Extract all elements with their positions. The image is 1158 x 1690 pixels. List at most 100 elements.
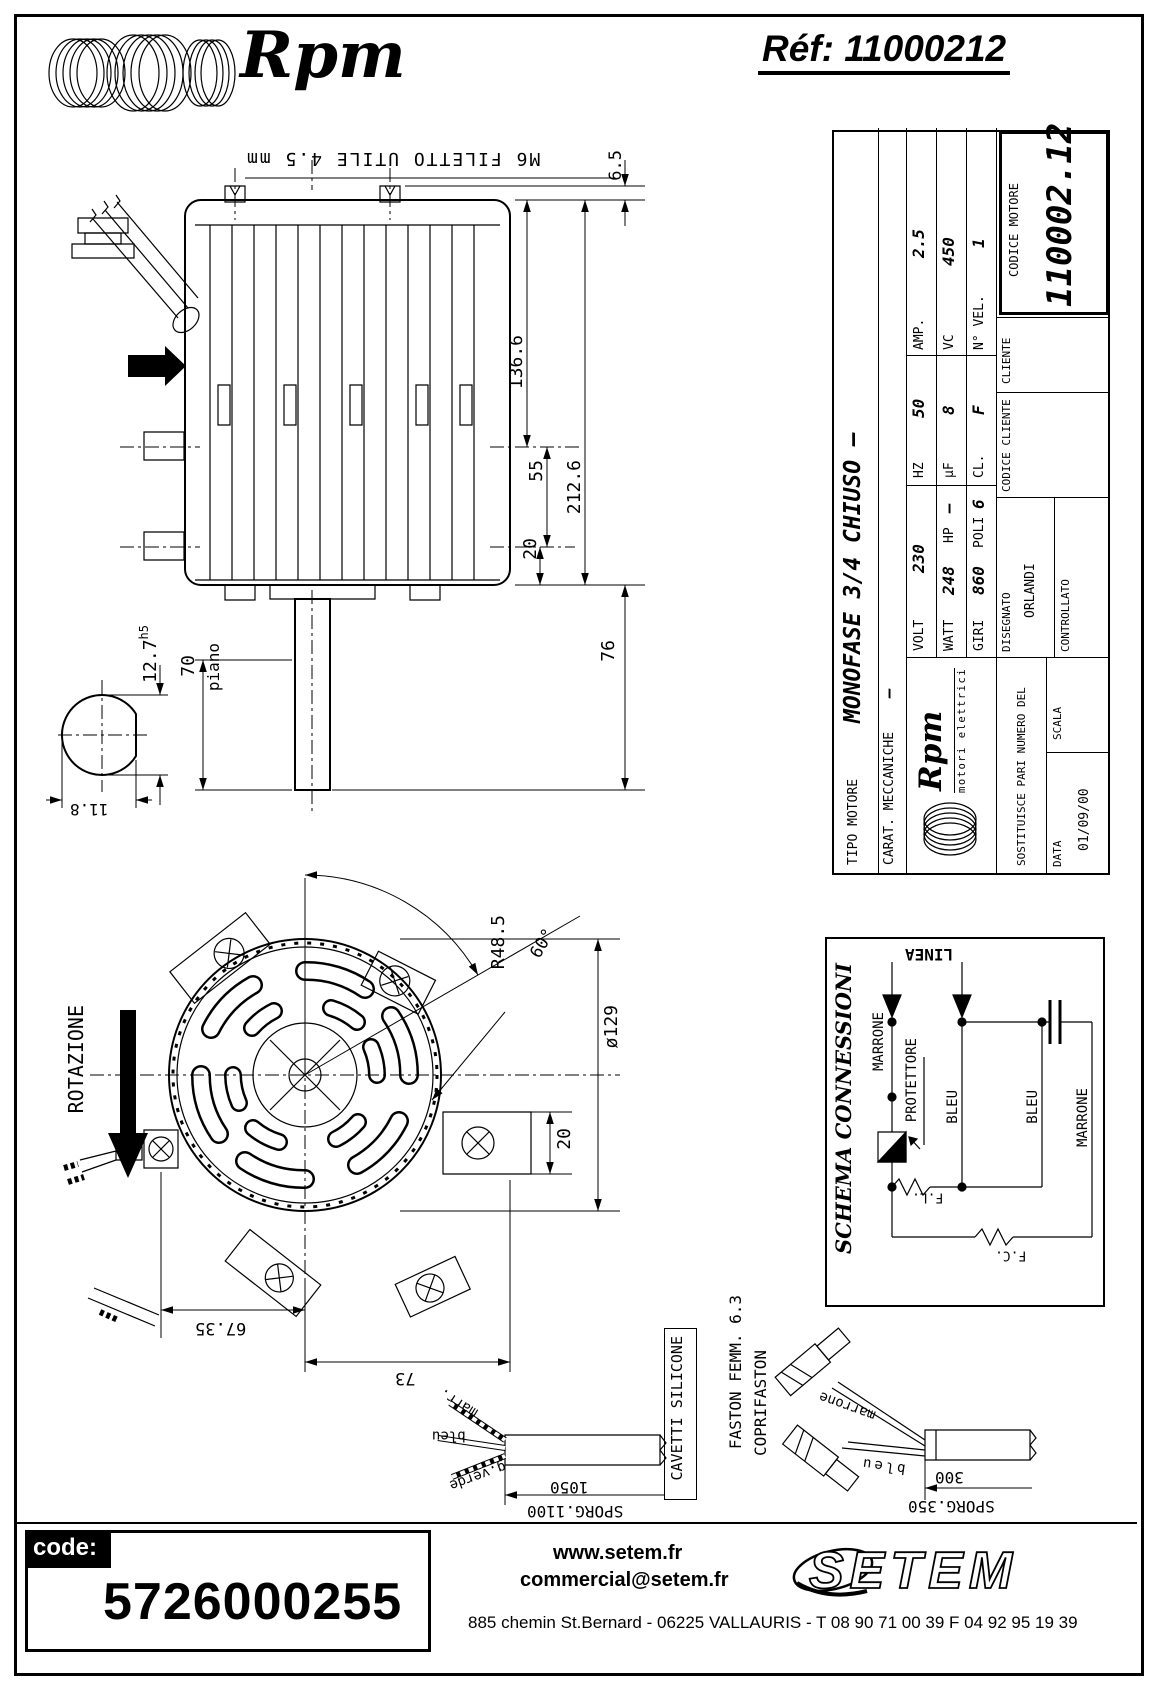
rpm-logo-icon	[35, 25, 235, 120]
sostituisce-label: SOSTITUISCE PARI NUMERO DEL	[1015, 687, 1028, 866]
poli-label: POLI	[972, 516, 987, 548]
tb-logo-sub: motori elettrici	[954, 667, 969, 793]
motor-body	[120, 160, 580, 812]
page-border	[14, 14, 1144, 1676]
cavetti-silicone-box	[664, 1328, 697, 1500]
cl-value: F	[969, 405, 988, 415]
nvel-value: 1	[969, 238, 988, 248]
schema-circuit	[825, 937, 1105, 1307]
watt-value: 248	[939, 566, 958, 595]
faston-assembly	[775, 1326, 1036, 1500]
ref-number: Réf: 11000212	[758, 29, 1011, 75]
code-value: 5726000255	[103, 1573, 403, 1631]
silicone-cable	[438, 1403, 666, 1505]
codice-cliente-label: CODICE CLIENTE	[1000, 399, 1013, 492]
label-rotazione: ROTAZIONE	[64, 1005, 88, 1114]
side-dimensions	[195, 160, 645, 790]
dim-dia129: ø129	[601, 1005, 622, 1049]
schema-linea: LINEA	[905, 944, 954, 964]
rpm-logo-small-icon	[912, 795, 982, 867]
schema-marrone-right: MARRONE	[1075, 1088, 1091, 1148]
code-box: code: 5726000255	[25, 1530, 431, 1652]
schema-bleu-1: BLEU	[945, 1090, 961, 1124]
volt-value: 230	[909, 544, 928, 573]
dim-r48-5: R48.5	[488, 915, 509, 970]
giri-label: GIRI	[972, 619, 987, 651]
giri-value: 860	[969, 566, 988, 595]
vc-label: VC	[942, 334, 957, 350]
tipo-motore-label: TIPO MOTORE	[846, 778, 861, 865]
rotation-arrow-icon	[108, 1010, 148, 1178]
disegnato-label: DISEGNATO	[1000, 592, 1013, 652]
dim-212-6: 212.6	[564, 460, 585, 515]
carat-value: —	[879, 688, 898, 698]
scala-label: SCALA	[1051, 706, 1064, 740]
sporg-1100: SPORG.1100	[527, 1501, 624, 1521]
footer-website[interactable]: www.setem.fr	[553, 1542, 683, 1564]
direction-arrow-icon	[128, 346, 186, 386]
uf-label: µF	[942, 462, 957, 478]
schema-marrone-left: MARRONE	[871, 1012, 887, 1072]
carat-label: CARAT. MECCANICHE	[882, 731, 897, 865]
shaft-section-detail	[46, 665, 168, 808]
amp-value: 2.5	[909, 229, 928, 258]
power-cable	[90, 195, 204, 337]
codice-motore-value: 110002.12	[1040, 122, 1080, 307]
schema-fc: F.C.	[995, 1247, 1027, 1263]
dim-12-7: 12.7	[140, 639, 161, 683]
cable-detail-drawing	[380, 1290, 1130, 1535]
mounting-lugs	[64, 913, 531, 1326]
tb-logo-brand: Rpm	[913, 710, 949, 791]
dim-70: 70	[178, 655, 199, 677]
front-dimensions	[161, 871, 620, 1372]
dim-6-5: 6.5	[606, 150, 626, 181]
vc-value: 450	[939, 237, 958, 266]
dim-20-front: 20	[554, 1128, 575, 1150]
cl-label: CL.	[972, 454, 987, 478]
dim-1050: 1050	[550, 1477, 589, 1497]
dim-76: 76	[598, 640, 619, 662]
wire-bleu-label: bleu	[432, 1427, 466, 1444]
thread-note: M6 FILETTO UTILE 4.5 mm	[245, 147, 541, 169]
controllato-label: CONTROLLATO	[1059, 579, 1072, 652]
schema-bleu-2: BLEU	[1025, 1090, 1041, 1124]
tol-h5: h5	[137, 625, 151, 640]
amp-label: AMP.	[912, 318, 927, 350]
front-view-drawing	[60, 871, 660, 1405]
fan-cover	[90, 885, 620, 1330]
sporg-350: SPORG.350	[908, 1496, 995, 1516]
hz-value: 50	[909, 398, 928, 418]
label-piano: piano	[204, 643, 223, 692]
hp-value: —	[939, 503, 958, 513]
title-block-table: TIPO MOTORE MONOFASE 3/4 CHIUSO — CARAT.…	[832, 123, 1110, 875]
dim-136-6: 136.6	[506, 335, 527, 390]
code-label: code:	[25, 1530, 112, 1568]
data-label: DATA	[1051, 840, 1064, 868]
uf-value: 8	[939, 405, 958, 415]
side-view-drawing	[60, 140, 660, 840]
cliente-label: CLIENTE	[1000, 337, 1013, 384]
title-block: TIPO MOTORE MONOFASE 3/4 CHIUSO — CARAT.…	[832, 123, 1110, 875]
footer-email[interactable]: commercial@setem.fr	[520, 1569, 729, 1591]
nvel-label: N° VEL.	[972, 295, 987, 350]
hp-label: HP	[942, 527, 957, 543]
setem-logo-icon: SETEM	[795, 1541, 1018, 1601]
setem-logo-text: SETEM	[809, 1542, 1018, 1600]
data-value: 01/09/00	[1077, 788, 1092, 851]
schema-fl: F.L.	[912, 1189, 944, 1205]
dim-11-8: 11.8	[70, 799, 109, 819]
footer-divider	[15, 1522, 1137, 1524]
footer-address: 885 chemin St.Bernard - 06225 VALLAURIS …	[468, 1613, 1078, 1632]
dim-55: 55	[526, 460, 547, 482]
volt-label: VOLT	[912, 619, 927, 651]
dim-20-side: 20	[520, 538, 541, 560]
dim-12-7-h5: 12.7h5	[137, 625, 161, 683]
poli-value: 6	[969, 499, 988, 509]
dim-300: 300	[935, 1467, 964, 1487]
faston-label: FASTON FEMM. 6.3	[726, 1295, 745, 1450]
cavetti-silicone-label: CAVETTI SILICONE	[668, 1336, 686, 1481]
hz-label: HZ	[912, 462, 927, 478]
schema-title: SCHEMA CONNESSIONI	[831, 963, 856, 1254]
terminal-bolt	[72, 218, 134, 258]
